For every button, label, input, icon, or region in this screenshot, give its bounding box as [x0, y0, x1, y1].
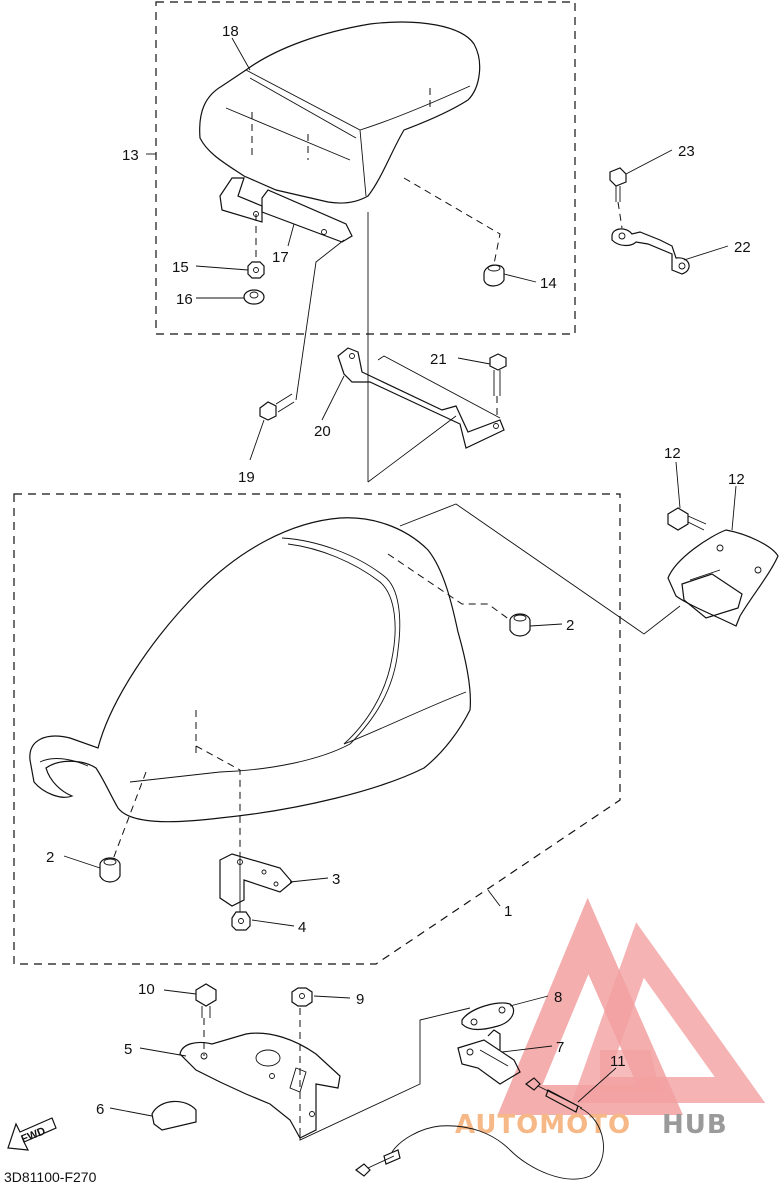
callout-24: 23 — [678, 143, 695, 160]
bracket-21 — [337, 347, 505, 449]
callout-18: 17 — [272, 249, 289, 266]
rear-seat-bracket — [219, 177, 353, 243]
nut-16 — [247, 261, 265, 279]
forward-arrow-icon — [7, 1117, 57, 1151]
rear-seat-assembly-box — [155, 1, 576, 335]
assembly-line — [299, 1007, 471, 1141]
callout-6: 6 — [96, 1101, 104, 1118]
nut-4 — [231, 911, 251, 931]
grommet-2-front — [509, 613, 531, 637]
callout-11: 11 — [610, 1053, 626, 1070]
callout-2-front: 2 — [566, 617, 574, 634]
callout-3: 3 — [332, 871, 340, 888]
callout-17: 16 — [176, 291, 193, 308]
callout-23: 22 — [734, 239, 751, 256]
assembly-line — [111, 771, 147, 863]
rear-seat — [199, 21, 481, 204]
watermark-text-automoto: AUTOMOTO — [455, 1110, 631, 1140]
washer-nut-17 — [243, 289, 265, 305]
callout-5: 5 — [124, 1041, 132, 1058]
callout-22: 21 — [430, 351, 447, 368]
nut-9 — [291, 987, 313, 1007]
callout-8: 8 — [554, 989, 562, 1006]
callout-12: 12 — [728, 471, 745, 488]
grommet-15 — [483, 264, 505, 287]
bolt-22 — [489, 353, 507, 396]
pad-6 — [151, 1100, 197, 1131]
assembly-line — [399, 503, 681, 635]
fwd-label: FWD — [20, 1125, 48, 1146]
seat-lock-cable-11 — [355, 1077, 604, 1180]
callout-1: 1 — [504, 903, 512, 920]
callout-2-rear: 2 — [46, 849, 54, 866]
plate-12 — [667, 529, 779, 627]
callout-20: 19 — [238, 469, 255, 486]
diagram-code: 3D81100-F270 — [4, 1169, 97, 1185]
bolt-10 — [195, 983, 217, 1018]
assembly-line — [617, 201, 623, 229]
callout-21: 20 — [314, 423, 331, 440]
callout-16: 15 — [172, 259, 189, 276]
assembly-line — [367, 415, 457, 483]
bolt-24 — [609, 167, 627, 202]
assembly-line — [403, 177, 501, 265]
watermark-logo — [497, 897, 766, 1115]
seat-assembly-box — [13, 493, 621, 965]
callout-4: 4 — [298, 919, 306, 936]
plate-8 — [461, 1002, 515, 1031]
grommet-2-rear — [99, 857, 121, 883]
seat-lock-7 — [457, 1029, 521, 1085]
bracket-3 — [219, 853, 293, 907]
callout-14: 13 — [122, 147, 139, 164]
callout-9: 9 — [356, 991, 364, 1008]
bolt-13 — [667, 507, 707, 531]
main-seat — [29, 517, 471, 854]
bracket-23 — [611, 228, 690, 275]
callout-15: 14 — [540, 275, 557, 292]
callout-13: 12 — [664, 445, 681, 462]
callout-7: 7 — [556, 1039, 564, 1056]
assembly-line — [295, 239, 345, 401]
assembly-line — [387, 553, 511, 621]
leader-lines — [63, 37, 737, 1117]
callout-10: 10 — [138, 981, 155, 998]
watermark-text-hub: HUB — [662, 1110, 728, 1140]
callout-19: 18 — [222, 23, 239, 40]
bolt-20 — [259, 393, 295, 421]
